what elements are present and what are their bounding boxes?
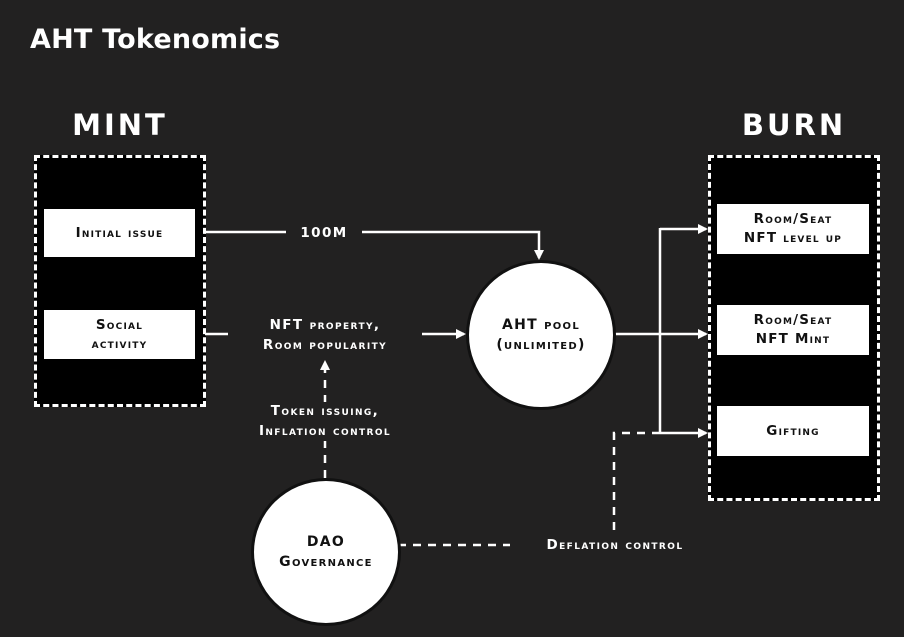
aht-pool-node: AHT pool (unlimited) [466,260,616,410]
nft-mint-node: Room/Seat NFT Mint [717,305,869,355]
edge-dao-to-burn [398,431,660,547]
gifting-node: Gifting [717,406,869,456]
page-title: AHT Tokenomics [30,24,281,55]
social-activity-node: Social activity [44,310,195,359]
initial-issue-node: Initial issue [44,209,195,257]
deflation-control-label: Deflation control [512,536,718,556]
mint-heading: MINT [72,108,168,142]
burn-heading: BURN [741,108,847,142]
dao-governance-node: DAO Governance [251,478,401,626]
edge-initial-to-pool [205,230,544,260]
dao-to-mint-label: Token issuing, Inflation control [222,402,428,442]
initial-amount-label: 100M [286,224,362,244]
mint-group [34,155,206,407]
social-to-pool-label: NFT property, Room popularity [228,316,422,356]
level-up-node: Room/Seat NFT level up [717,204,869,254]
